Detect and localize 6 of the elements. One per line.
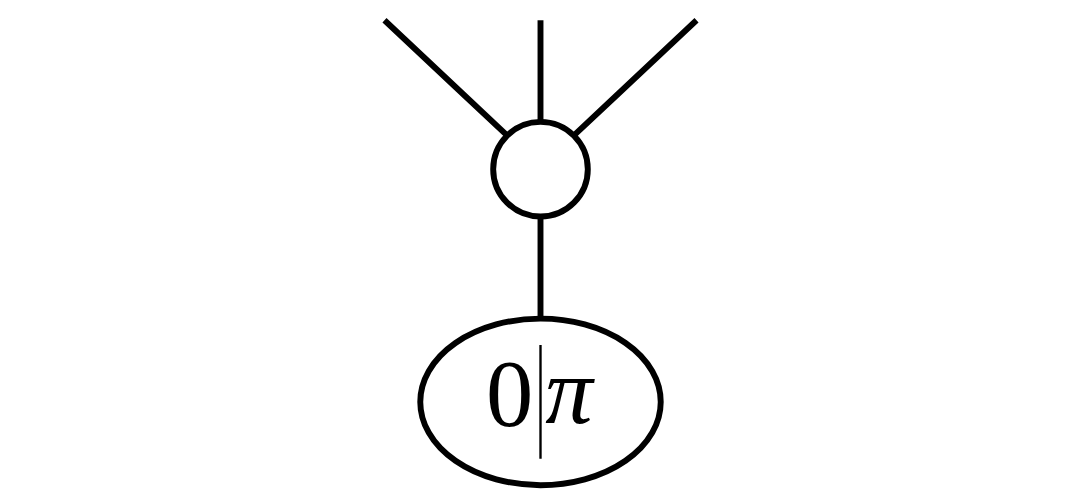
node-circle	[489, 118, 591, 219]
connector	[537, 19, 543, 122]
node-ellipse: 0π	[416, 315, 664, 488]
connector	[537, 216, 543, 318]
connector	[571, 17, 699, 137]
connector	[381, 17, 509, 137]
